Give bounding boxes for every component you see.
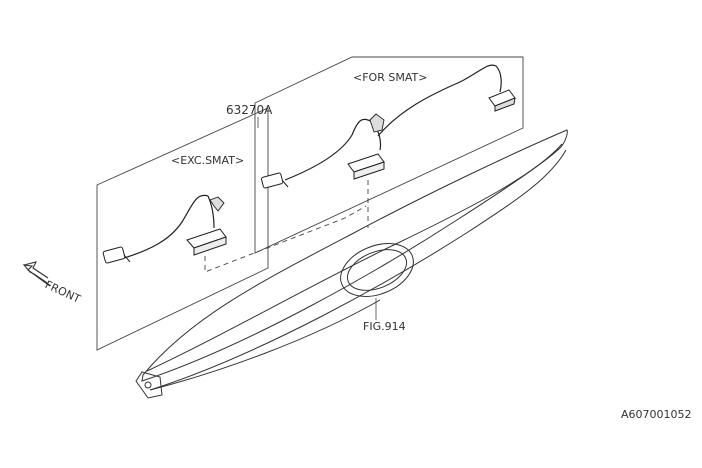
- part-number-label: 63270A: [226, 103, 273, 117]
- exc-smat-harness: [102, 194, 227, 264]
- front-arrow-icon: [22, 261, 51, 287]
- connection-dash-lines: [204, 180, 369, 273]
- for-smat-label: <FOR SMAT>: [353, 71, 428, 84]
- for-smat-harness: [260, 64, 516, 189]
- rear-garnish-panel: [135, 129, 568, 399]
- exc-smat-label: <EXC.SMAT>: [171, 154, 245, 167]
- for-smat-frame: [254, 56, 524, 254]
- exc-smat-frame: [96, 107, 269, 351]
- fig-914-label: FIG.914: [363, 320, 406, 333]
- diagram-id-label: A607001052: [621, 408, 692, 421]
